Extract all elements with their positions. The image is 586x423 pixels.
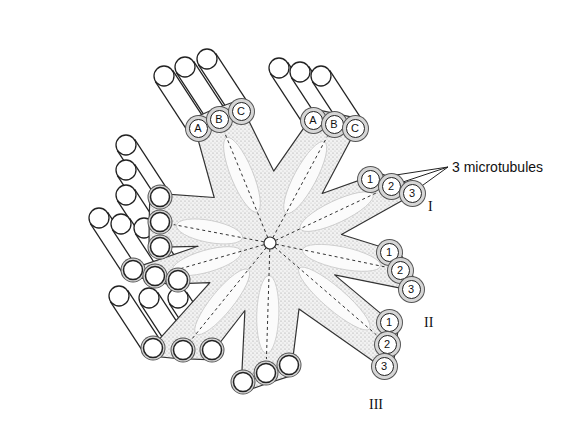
microtubule-ring — [254, 361, 279, 386]
microtubule-letter: 3 — [409, 188, 415, 199]
spoke-line — [174, 225, 270, 243]
microtubule-letter: A — [194, 123, 201, 134]
cartwheel-star — [122, 100, 422, 393]
tube-end — [290, 62, 310, 82]
microtubule-ring — [167, 269, 190, 292]
microtubule-ring — [172, 339, 195, 362]
microtubule-letter: C — [237, 106, 245, 117]
microtubule-circle: 3 — [402, 280, 421, 299]
microtubule-ring — [278, 354, 301, 377]
microtubule-letter: 2 — [384, 339, 390, 350]
microtubule — [151, 238, 170, 257]
microtubule-circle: A — [189, 119, 208, 138]
microtubule-circle: A — [304, 111, 323, 130]
microtubule-ring — [144, 265, 167, 288]
microtubule-letter: B — [330, 119, 337, 130]
hub — [264, 237, 276, 249]
microtubule-ring — [148, 185, 173, 210]
microtubule-letter: 1 — [386, 247, 392, 258]
tube-end — [116, 135, 136, 155]
microtubule-circle: B — [210, 110, 229, 129]
microtubule-ring — [143, 264, 168, 289]
spoke-line — [270, 192, 378, 243]
microtubule-ring — [200, 338, 225, 363]
microtubule — [146, 267, 165, 286]
microtubule-letter: 1 — [386, 317, 392, 328]
microtubule — [151, 213, 170, 232]
microtubule-ring — [148, 210, 173, 235]
microtubule-ring — [149, 186, 172, 209]
microtubule-circle: C — [232, 102, 251, 121]
microtubule-circle: 3 — [375, 357, 394, 376]
microtubule-ring — [121, 258, 146, 283]
microtubule-circle: 3 — [403, 184, 422, 203]
microtubule-ring — [201, 339, 224, 362]
microtubule-letter: 2 — [388, 181, 394, 192]
spoke-line — [266, 243, 270, 359]
triplet-number: III — [369, 398, 383, 412]
triplet-number: II — [424, 316, 433, 330]
tube-end — [154, 66, 174, 86]
leader-line — [383, 167, 448, 177]
tube-end — [197, 49, 217, 69]
microtubule-circle: C — [346, 119, 365, 138]
leader-line — [423, 167, 448, 185]
microtubule-ring — [149, 211, 172, 234]
spoke-line — [270, 243, 386, 267]
microtubule-circle: 1 — [380, 243, 399, 262]
tube-end — [109, 286, 129, 306]
leader-line — [403, 167, 448, 182]
callout-label: 3 microtubules — [452, 160, 543, 174]
microtubule-circle: 1 — [380, 313, 399, 332]
microtubule — [169, 271, 188, 290]
tube-end — [111, 214, 131, 234]
microtubule — [124, 261, 143, 280]
tube-end — [311, 66, 331, 86]
microtubule — [203, 341, 222, 360]
microtubule-ring — [166, 268, 191, 293]
microtubule-circle: B — [325, 115, 344, 134]
microtubule-ring — [148, 235, 173, 260]
microtubule-circle: 2 — [378, 335, 397, 354]
spoke-line — [224, 132, 270, 243]
spoke-line — [168, 243, 270, 272]
microtubule — [174, 341, 193, 360]
microtubule — [234, 373, 253, 392]
microtubule-letter: A — [309, 115, 316, 126]
microtubule-circle: 2 — [391, 261, 410, 280]
microtubule-letter: B — [215, 114, 222, 125]
microtubule-ring — [141, 336, 166, 361]
microtubule — [280, 356, 299, 375]
microtubule-letter: C — [351, 123, 359, 134]
microtubule-letter: 2 — [397, 265, 403, 276]
tube-end — [139, 288, 159, 308]
microtubule-ring — [171, 338, 196, 363]
microtubule-ring — [277, 353, 302, 378]
microtubule-circle: 2 — [382, 177, 401, 196]
microtubule-ring — [231, 370, 256, 395]
microtubule-ring — [255, 362, 278, 385]
microtubule-circle: 1 — [361, 170, 380, 189]
tube-end — [116, 185, 136, 205]
microtubule-letter: 3 — [408, 284, 414, 295]
microtubule — [144, 339, 163, 358]
triplet-number: I — [428, 200, 433, 214]
microtubule — [151, 188, 170, 207]
microtubule-ring — [149, 236, 172, 259]
microtubule-letter: 3 — [381, 361, 387, 372]
tube-end — [116, 160, 136, 180]
microtubule-ring — [122, 259, 145, 282]
spoke-line — [270, 243, 376, 335]
microtubule — [257, 364, 276, 383]
tube-end — [89, 208, 109, 228]
microtubule-ring — [232, 371, 255, 394]
microtubule-ring — [142, 337, 165, 360]
tube-end — [269, 58, 289, 78]
tube-end — [175, 57, 195, 77]
spoke-petal — [256, 275, 280, 354]
microtubule-letter: 1 — [367, 174, 373, 185]
